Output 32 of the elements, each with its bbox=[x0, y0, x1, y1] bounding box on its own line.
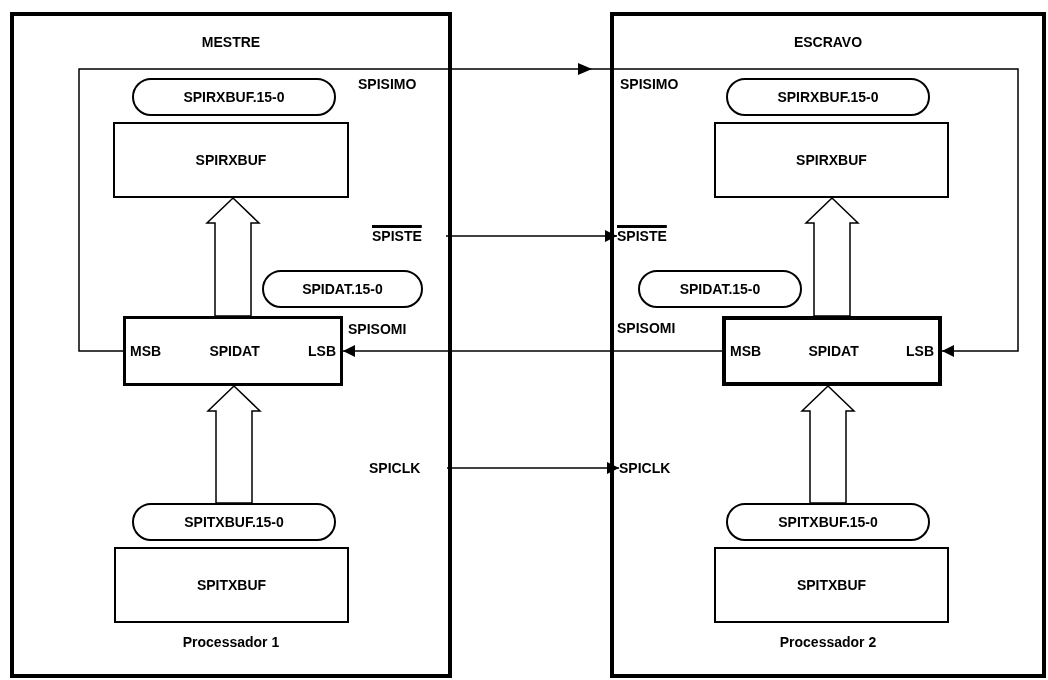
shift-register-box bbox=[722, 316, 942, 386]
signal-name: SPISIMO bbox=[620, 76, 679, 92]
bit-field-pill: SPITXBUF.15-0 bbox=[726, 503, 930, 541]
bit-field-pill: SPIDAT.15-0 bbox=[638, 270, 802, 308]
buffer-register-box: SPITXBUF bbox=[114, 547, 349, 623]
pin-label: SPISTE bbox=[617, 222, 689, 250]
processor-panel bbox=[610, 12, 1046, 678]
bit-field-pill: SPIDAT.15-0 bbox=[262, 270, 423, 308]
bit-order-label: MSB bbox=[730, 343, 762, 359]
register-name: SPIDAT bbox=[808, 343, 859, 359]
panel-caption: Processador 2 bbox=[778, 634, 878, 650]
bit-order-label: MSB bbox=[130, 343, 162, 359]
panel-title: MESTRE bbox=[200, 34, 262, 50]
bit-field-pill: SPIRXBUF.15-0 bbox=[726, 78, 930, 116]
bit-field-pill: SPITXBUF.15-0 bbox=[132, 503, 336, 541]
bit-order-label: LSB bbox=[308, 343, 336, 359]
buffer-register-box: SPIRXBUF bbox=[714, 122, 949, 198]
pin-label: SPICLK bbox=[369, 455, 447, 481]
pin-label: SPISTE bbox=[372, 222, 446, 250]
shift-register-box bbox=[123, 316, 343, 386]
signal-name: SPISIMO bbox=[358, 76, 417, 92]
buffer-register-box: SPIRXBUF bbox=[113, 122, 349, 198]
signal-name: SPISOMI bbox=[348, 321, 407, 337]
bit-order-label: LSB bbox=[906, 343, 934, 359]
register-name: SPIDAT bbox=[209, 343, 260, 359]
buffer-register-box: SPITXBUF bbox=[714, 547, 949, 623]
panel-title: ESCRAVO bbox=[792, 34, 864, 50]
processor-panel bbox=[10, 12, 452, 678]
signal-name: SPISOMI bbox=[617, 320, 676, 336]
panel-caption: Processador 1 bbox=[181, 634, 281, 650]
bit-field-pill: SPIRXBUF.15-0 bbox=[132, 78, 336, 116]
pin-label: SPICLK bbox=[619, 455, 697, 481]
